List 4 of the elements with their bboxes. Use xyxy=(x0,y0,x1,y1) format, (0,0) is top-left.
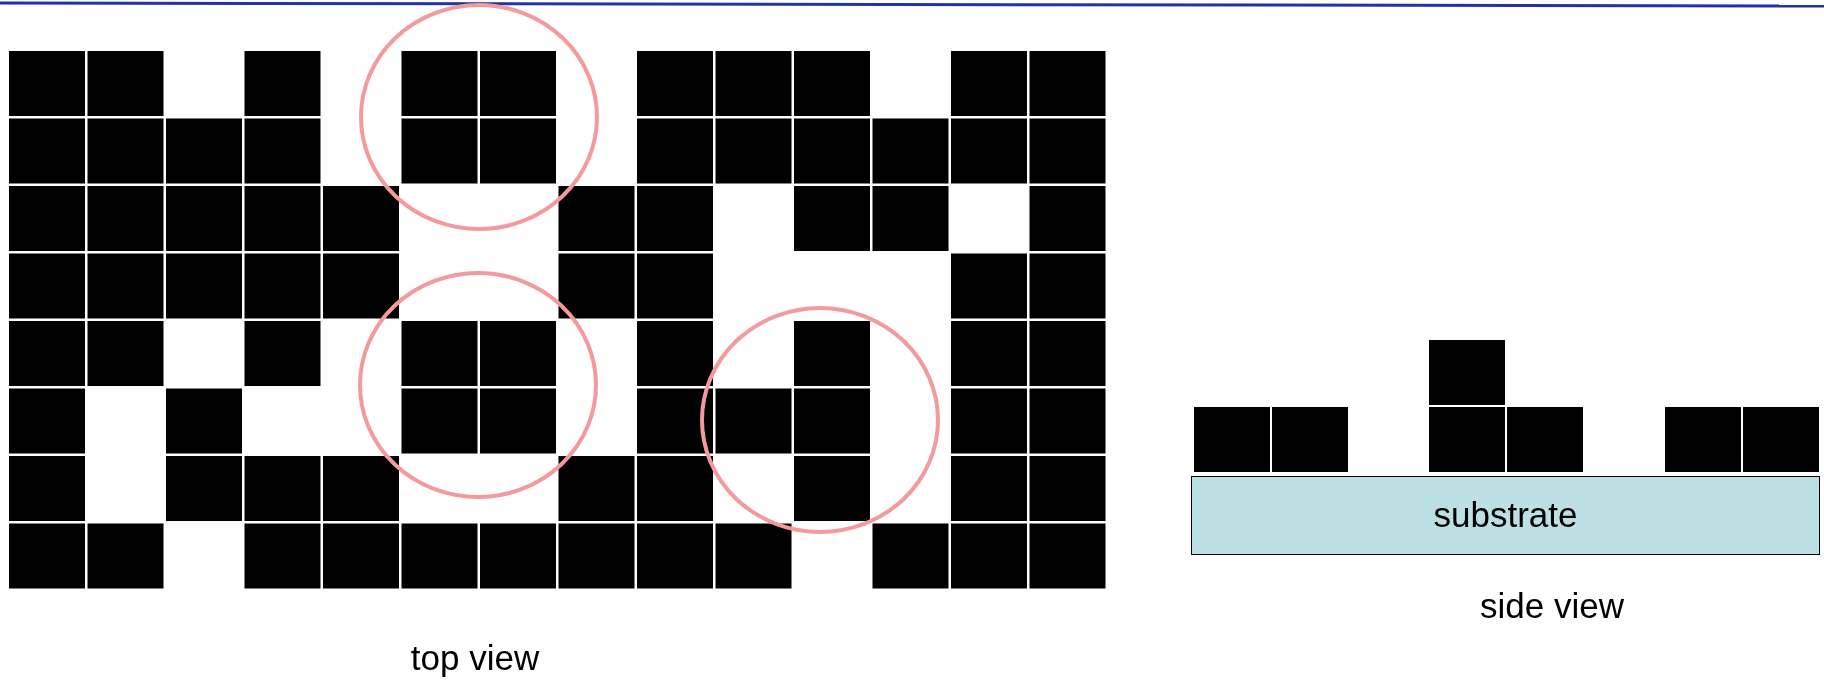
layer-label: substrate xyxy=(1433,494,1578,537)
substrate-layer xyxy=(1191,476,1820,555)
view-caption: top view xyxy=(409,637,541,679)
view-caption: side view xyxy=(1479,585,1625,627)
